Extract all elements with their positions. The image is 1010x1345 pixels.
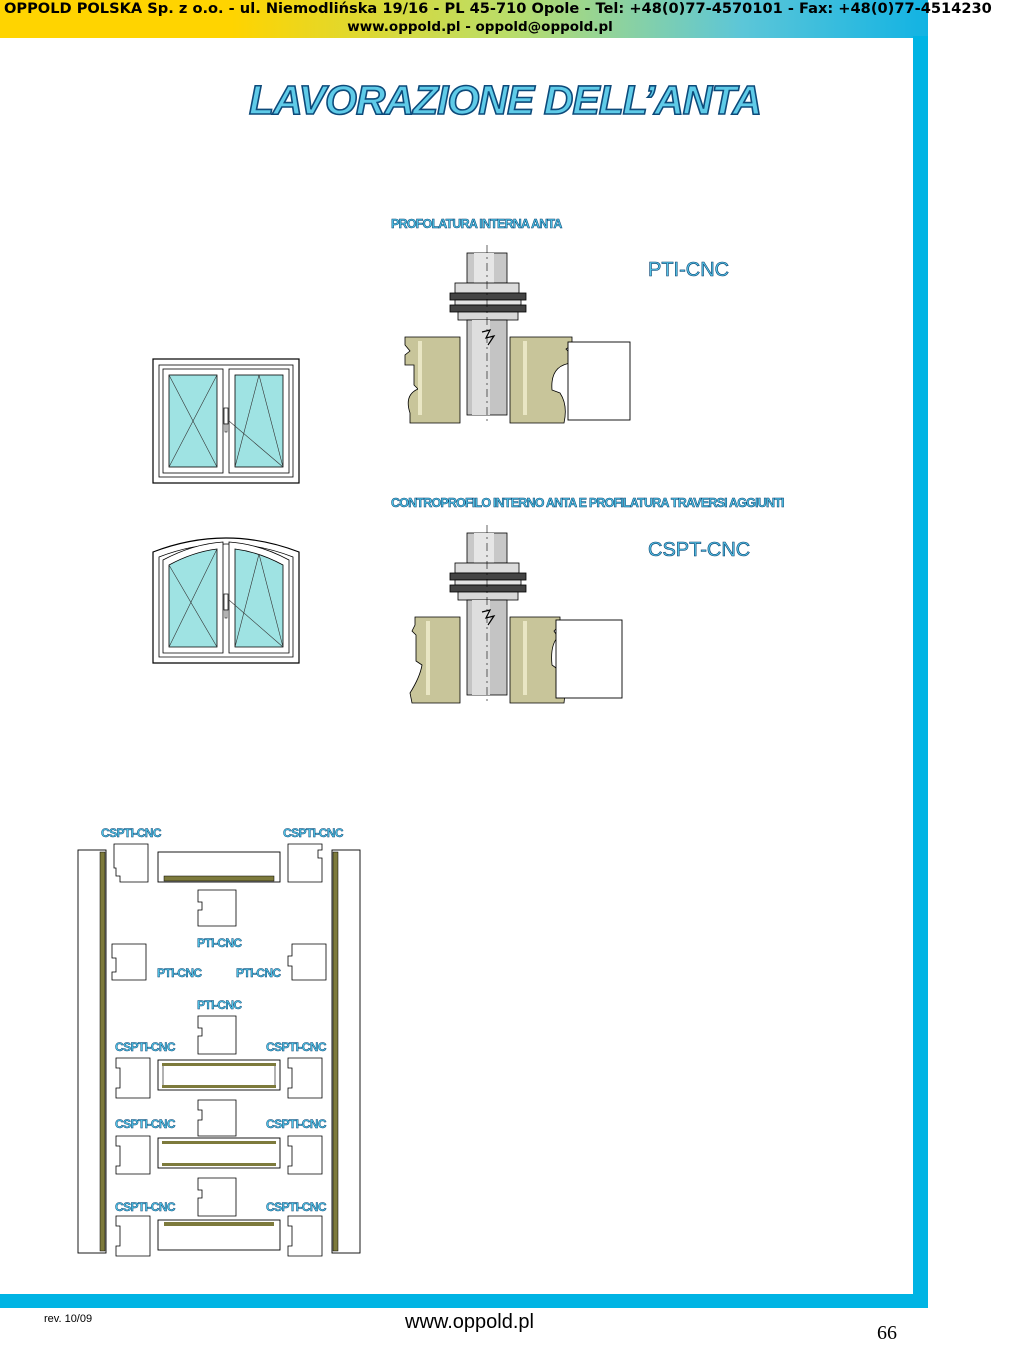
- header-bar: [0, 0, 928, 38]
- cutter-tool-cspt-illustration: [409, 525, 623, 705]
- tool-code-pti: PTI-CNC: [648, 259, 730, 282]
- page-title: LAVORAZIONE DELL’ANTA: [248, 76, 763, 124]
- website-link[interactable]: www.oppold.pl: [405, 1311, 534, 1333]
- right-border-band: [913, 36, 928, 1306]
- tag-row1-right: CSPTI-CNC: [266, 1040, 327, 1054]
- window-arched-illustration: [152, 537, 300, 664]
- tag-row3-right: CSPTI-CNC: [266, 1200, 327, 1214]
- cutter-tool-pti-illustration: [404, 245, 631, 425]
- tag-row3-left: CSPTI-CNC: [115, 1200, 176, 1214]
- tag-top-left: CSPTI-CNC: [101, 826, 162, 840]
- revision-label: rev. 10/09: [44, 1313, 93, 1325]
- tag-pti-bottom: PTI-CNC: [197, 998, 243, 1012]
- tag-pti-left: PTI-CNC: [157, 966, 203, 980]
- section-heading-profiling: PROFOLATURA INTERNA ANTA: [391, 217, 563, 232]
- company-info: OPPOLD POLSKA Sp. z o.o. - ul. Niemodliń…: [4, 0, 992, 17]
- section-heading-counterprofile: CONTROPROFILO INTERNO ANTA E PROFILATURA…: [391, 496, 785, 511]
- tag-row1-left: CSPTI-CNC: [115, 1040, 176, 1054]
- page-number: 66: [877, 1322, 897, 1344]
- window-rectangular-illustration: [152, 358, 300, 484]
- contact-links[interactable]: www.oppold.pl - oppold@oppold.pl: [347, 19, 613, 35]
- tag-row2-left: CSPTI-CNC: [115, 1117, 176, 1131]
- tag-row2-right: CSPTI-CNC: [266, 1117, 327, 1131]
- tag-top-right: CSPTI-CNC: [283, 826, 344, 840]
- sash-assembly-diagram: [77, 843, 361, 1257]
- tool-code-cspt: CSPT-CNC: [648, 539, 751, 562]
- tag-pti-top: PTI-CNC: [197, 936, 243, 950]
- bottom-border-band: [0, 1294, 928, 1308]
- tag-pti-right: PTI-CNC: [236, 966, 282, 980]
